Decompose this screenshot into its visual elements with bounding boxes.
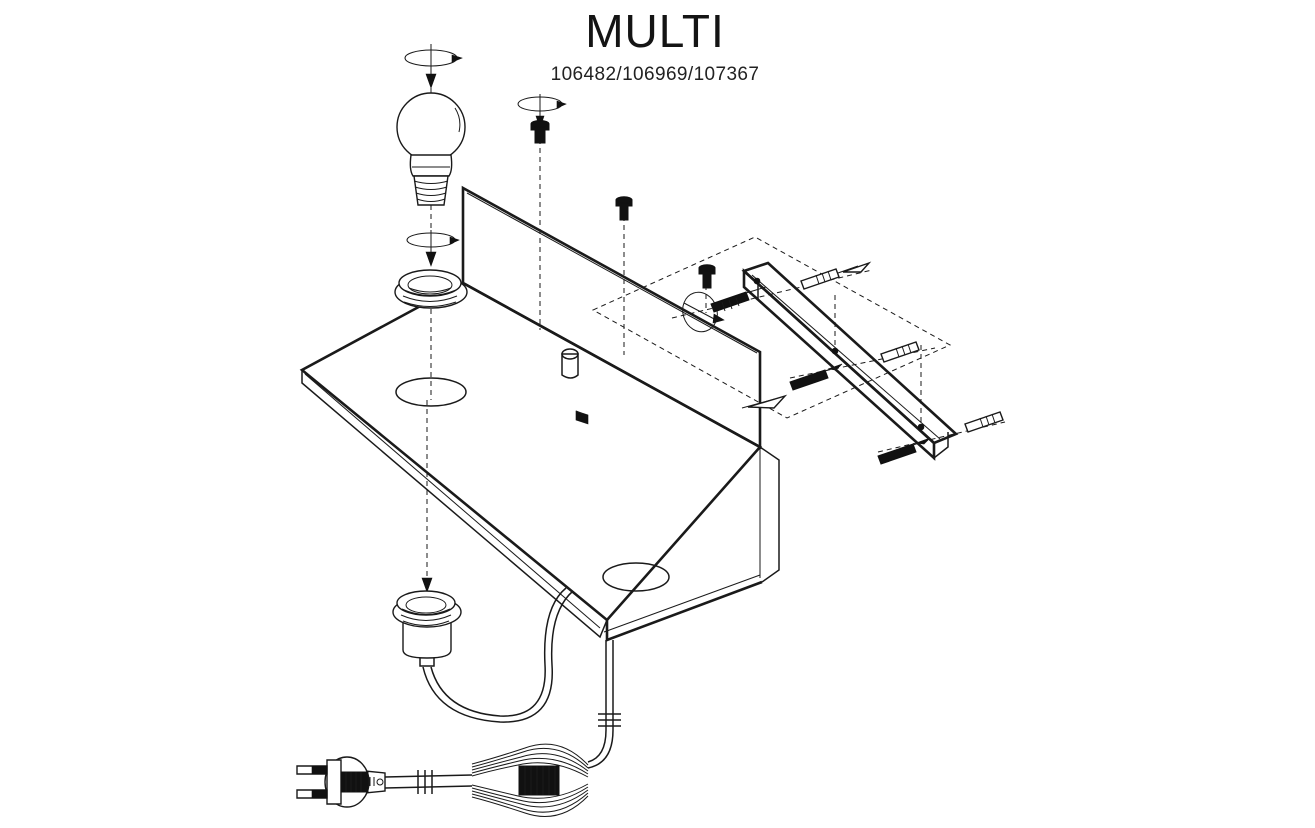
cord-bend-inner	[587, 729, 607, 763]
bracket-hole-2	[831, 347, 839, 355]
shelf-top-surface	[299, 281, 763, 622]
cord-bend-outer	[587, 729, 614, 769]
threaded-lamp-socket-lower	[392, 577, 462, 667]
rotation-arrow-socket-upper	[406, 230, 460, 267]
bulb-neck	[409, 154, 453, 177]
cable-bushing-cylinder	[561, 348, 579, 379]
wall-anchor-plug-6	[877, 437, 931, 465]
bracket-front-face	[742, 268, 936, 461]
plug-ribs-3	[895, 343, 912, 358]
socket-lower-cable-stub	[419, 658, 435, 667]
bracket-inner-edge	[751, 274, 941, 440]
shelf-body	[299, 185, 780, 642]
mounting-screw-a	[517, 94, 567, 144]
wall-anchor-plug-4	[964, 411, 1004, 433]
centre-line-plug-axis-2	[789, 347, 936, 379]
insert-arrow-socket-lower	[421, 577, 433, 593]
power-plug	[296, 756, 386, 808]
rotation-arrow-bulb	[404, 44, 463, 89]
plug-marking	[369, 777, 375, 786]
bracket-hole-3	[917, 423, 925, 431]
cord-to-plug-lower	[384, 785, 473, 789]
wall-mounting-bracket-rail	[741, 261, 959, 461]
globe-light-bulb	[396, 92, 466, 206]
arrow-head-plug-2	[842, 261, 872, 273]
cable-break-symbol-upper	[598, 713, 621, 727]
wall-reference-outline	[591, 236, 952, 419]
plug-contact-ribs	[345, 772, 362, 792]
mounting-screw-c	[698, 264, 716, 289]
shelf-front-bottom-edge	[605, 580, 763, 642]
socket-lead-cable	[422, 587, 574, 723]
bulb-highlight-arc	[454, 107, 461, 133]
bracket-top-face	[741, 261, 959, 445]
cable-tie-ribs	[524, 766, 556, 795]
insert-arrow-shelf-right	[741, 394, 788, 409]
mounting-screw-b	[615, 196, 633, 221]
shelf-hole-upper	[395, 377, 467, 407]
shelf-hole-lower	[602, 562, 670, 592]
power-cord-with-plug	[296, 640, 621, 817]
shelf-front-bottom-inner	[603, 574, 761, 633]
bracket-right-end-tab	[933, 432, 949, 460]
shelf-left-lip	[301, 370, 608, 639]
socket-upper-bore	[407, 275, 453, 295]
cable-bundle-coil	[471, 743, 589, 817]
wall-anchor-plug-2	[800, 261, 872, 290]
wall-anchor-plug-3	[880, 341, 920, 363]
threaded-lamp-socket-upper	[394, 230, 468, 309]
plug-pin-top	[296, 765, 328, 775]
plug-ribs-2	[815, 270, 832, 285]
socket-lower-rim	[396, 590, 456, 616]
plug-marking-dot	[376, 778, 384, 786]
shelf-back-top-edge-inner	[466, 192, 758, 354]
centre-line-plug-axis-1	[671, 269, 873, 319]
shelf-left-lip-inner	[304, 373, 601, 629]
plug-contact-block	[340, 771, 369, 793]
plug-ribs-4	[979, 413, 996, 428]
shelf-right-end-panel	[759, 446, 780, 583]
bulb-screw-base	[413, 175, 449, 206]
bulb-glass-globe	[396, 92, 466, 162]
socket-upper-threads	[402, 287, 458, 307]
plug-ribs-1	[721, 297, 740, 312]
cord-to-plug-upper	[384, 774, 473, 778]
socket-lower-threads	[400, 608, 452, 626]
bracket-hole-1	[753, 277, 761, 285]
wall-anchor-plug-5	[789, 363, 843, 391]
bracket-left-end-tab	[743, 271, 759, 301]
cable-break-symbol-lower	[417, 770, 433, 794]
plug-pin-bottom	[296, 789, 328, 799]
insert-arrow-plug-2	[837, 265, 859, 274]
wall-anchor-plug-1	[682, 286, 767, 333]
inline-rocker-switch[interactable]	[575, 410, 589, 425]
socket-lower-bore	[405, 596, 447, 614]
plug-face-plate	[326, 759, 342, 805]
